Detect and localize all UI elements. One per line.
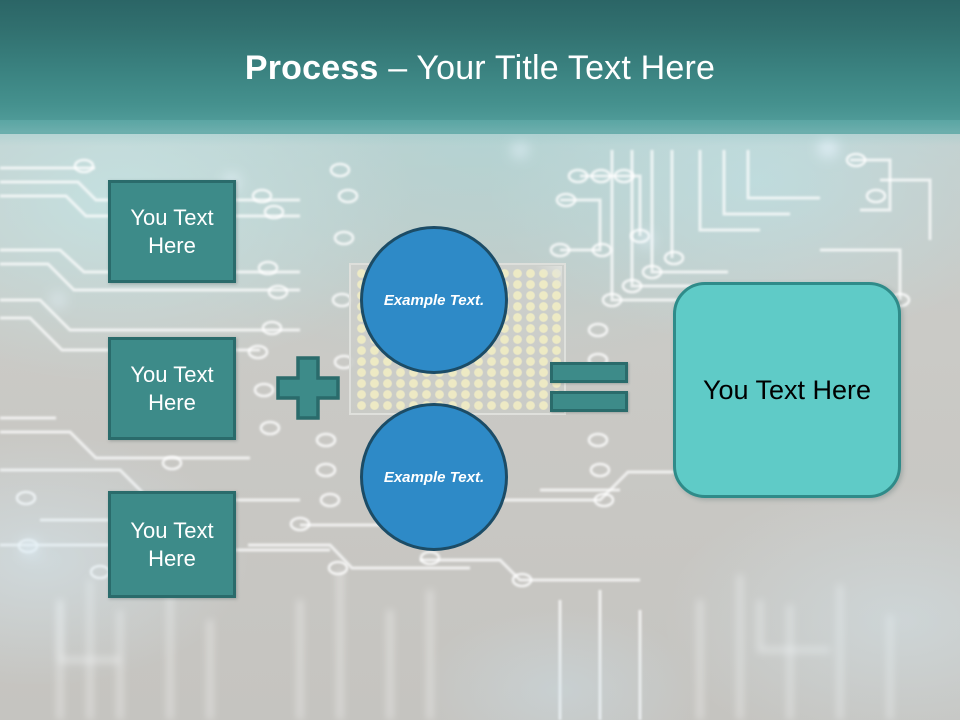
slide-header-band	[0, 0, 960, 134]
example-circle-2-label: Example Text.	[383, 468, 485, 486]
result-box[interactable]: You Text Here	[673, 282, 901, 498]
equals-icon-bottom-bar	[550, 391, 628, 412]
result-box-label: You Text Here	[702, 375, 872, 405]
header-bottom-fade	[0, 120, 960, 146]
example-circle-1[interactable]: Example Text.	[360, 226, 508, 374]
input-box-1-label: You Text Here	[130, 204, 214, 258]
input-box-1[interactable]: You Text Here	[108, 180, 236, 283]
input-box-2-label: You Text Here	[130, 361, 214, 415]
cpu-chip-notch	[536, 266, 562, 286]
input-box-2[interactable]: You Text Here	[108, 337, 236, 440]
page-title: Process – Your Title Text Here	[0, 47, 960, 89]
example-circle-1-label: Example Text.	[383, 291, 485, 309]
equals-icon-top-bar	[550, 362, 628, 383]
input-box-3[interactable]: You Text Here	[108, 491, 236, 598]
page-title-rest: – Your Title Text Here	[378, 49, 716, 87]
page-title-emphasis: Process	[244, 49, 379, 87]
input-box-3-label: You Text Here	[130, 517, 214, 571]
plus-icon	[276, 356, 340, 420]
example-circle-2[interactable]: Example Text.	[360, 403, 508, 551]
